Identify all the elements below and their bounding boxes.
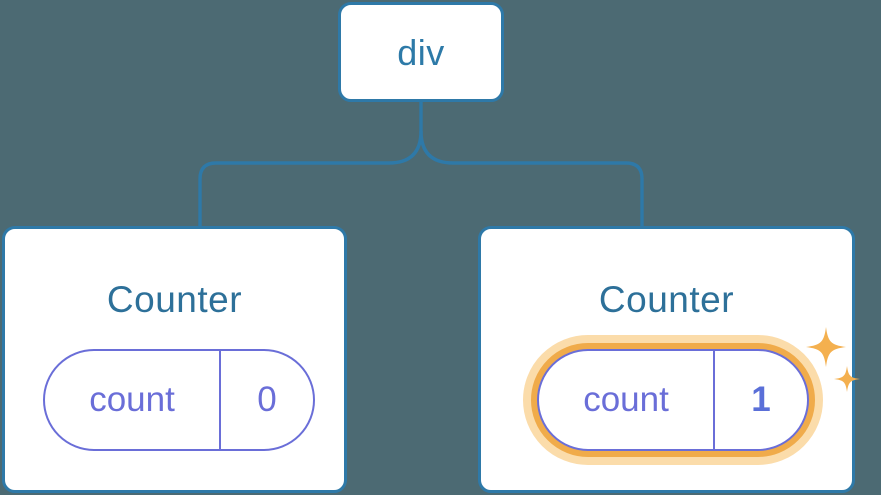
node-counter-left[interactable]: Counter count 0 (2, 226, 347, 493)
node-counter-left-title: Counter (106, 279, 243, 320)
state-key-right: count (539, 351, 715, 449)
state-value-right: 1 (751, 380, 771, 419)
highlight-ring (531, 343, 815, 457)
state-pill-left[interactable]: count 0 (43, 349, 315, 451)
state-key-left: count (45, 351, 221, 449)
state-pill-right[interactable]: count 1 (537, 349, 809, 451)
state-change-highlight (523, 335, 823, 465)
sparkle-group (806, 327, 860, 392)
sparkle-icon (834, 366, 860, 392)
node-div[interactable]: div (338, 2, 504, 102)
edge-root-to-left-counter (198, 130, 423, 226)
node-div-label: div (397, 32, 445, 73)
edge-root-to-right-counter (419, 102, 644, 226)
highlight-halo (523, 335, 823, 465)
node-counter-right[interactable]: Counter count 1 (478, 226, 860, 493)
state-value-left: 0 (257, 380, 277, 419)
node-counter-right-title: Counter (598, 279, 735, 320)
sparkle-icon (806, 327, 846, 367)
